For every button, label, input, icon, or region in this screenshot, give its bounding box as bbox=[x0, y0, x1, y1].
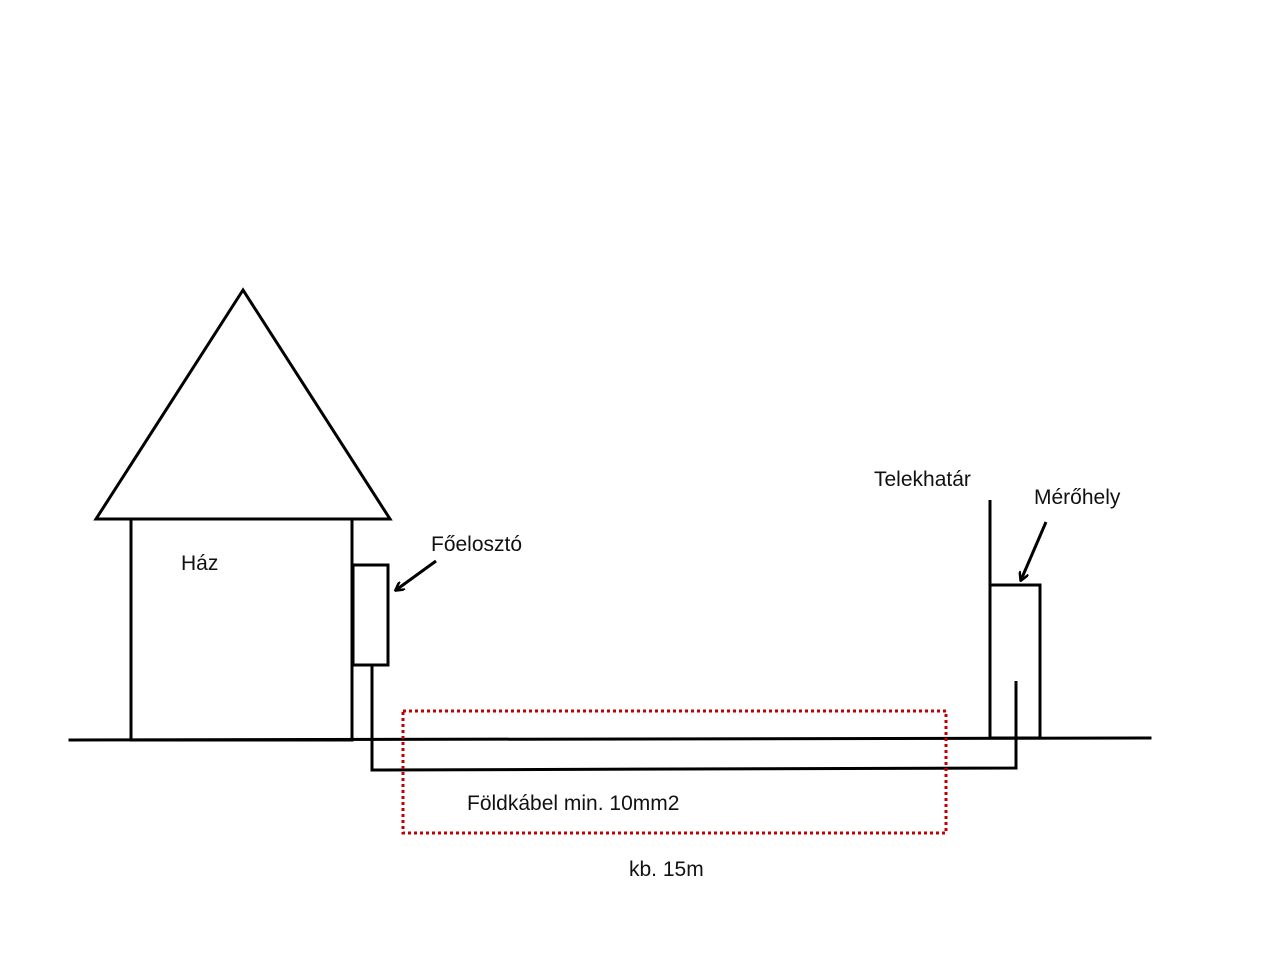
main-distributor-label: Főelosztó bbox=[431, 533, 522, 556]
ground-cable-highlight-box bbox=[401, 709, 948, 835]
ground-cable-line bbox=[370, 665, 1018, 772]
house-body bbox=[129, 517, 354, 742]
main-distributor-arrow bbox=[396, 559, 437, 590]
meter-point-label: Mérőhely bbox=[1034, 486, 1121, 509]
property-line-label: Telekhatár bbox=[874, 468, 971, 491]
length-label: kb. 15m bbox=[629, 858, 704, 881]
ground-cable-label: Földkábel min. 10mm2 bbox=[467, 792, 679, 815]
meter-point-box bbox=[988, 583, 1042, 740]
meter-point-arrow bbox=[1021, 521, 1048, 580]
house-label: Ház bbox=[181, 552, 218, 575]
main-distributor-box bbox=[351, 563, 390, 667]
house-roof bbox=[93, 287, 393, 521]
